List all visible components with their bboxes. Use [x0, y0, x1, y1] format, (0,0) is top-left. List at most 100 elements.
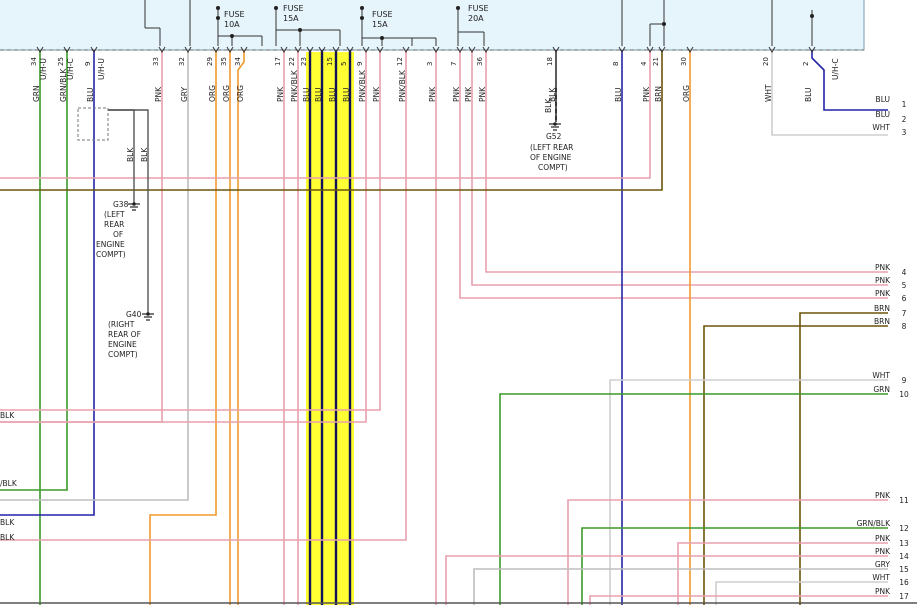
- terminal-number-1: 1: [902, 100, 907, 109]
- left-label-2: /BLK: [0, 479, 18, 488]
- wire-color-label-5: GRY: [180, 86, 189, 102]
- wire-24: [0, 50, 651, 179]
- pin-number-27: 20: [762, 57, 770, 66]
- connector-chevron-20: [468, 46, 476, 53]
- connector-chevron-7: [226, 46, 234, 53]
- ground-g52-line1: (LEFT REAR: [530, 143, 573, 152]
- connector-chevron-11: [306, 46, 314, 53]
- terminal-number-8: 8: [902, 322, 907, 331]
- wire-color-label-23: BLU: [614, 88, 623, 102]
- wire-color-label-20: PNK: [464, 86, 473, 102]
- pin-number-5: 32: [178, 57, 186, 66]
- connector-tag-uhu-left: U/H-U: [39, 58, 48, 80]
- connector-chevron-21: [482, 46, 490, 53]
- wire-color-label-16: PNK: [372, 86, 381, 102]
- connector-chevron-28: [808, 46, 816, 53]
- connector-chevron-6: [212, 46, 220, 53]
- terminal-color-10: GRN: [873, 385, 890, 394]
- ground-g40-id: G40: [126, 310, 142, 319]
- terminal-color-11: PNK: [875, 491, 891, 500]
- pin-number-25: 21: [652, 57, 660, 66]
- terminal-wire-11: [567, 499, 888, 605]
- terminal-number-7: 7: [902, 309, 907, 318]
- terminal-number-12: 12: [899, 524, 909, 533]
- terminal-number-15: 15: [899, 565, 909, 574]
- wire-17: [0, 50, 407, 541]
- wire-color-label-7: ORG: [222, 85, 231, 102]
- pin-number-22: 18: [546, 57, 554, 66]
- terminal-number-17: 17: [899, 592, 909, 601]
- pin-number-26: 30: [680, 57, 688, 66]
- connector-chevron-22: [552, 46, 560, 53]
- terminal-wire-17: [589, 595, 888, 605]
- ground-g38-line5: COMPT): [96, 250, 126, 259]
- terminal-number-6: 6: [902, 294, 907, 303]
- terminal-number-2: 2: [902, 115, 907, 124]
- pin-number-19: 7: [450, 62, 458, 66]
- terminal-color-6: PNK: [875, 289, 891, 298]
- ground-g52: G52 (LEFT REAR OF ENGINE COMPT): [530, 122, 573, 172]
- ground-g38-id: G38: [113, 200, 129, 209]
- wire-4: [0, 50, 163, 423]
- ground-g40-line3: ENGINE: [108, 340, 137, 349]
- connector-tag-uhu-mid: U/H-U: [97, 58, 106, 80]
- wire-color-label-27: WHT: [764, 84, 773, 102]
- ground-g40-line1: (RIGHT: [108, 320, 135, 329]
- wire-color-label-3: BLU: [86, 88, 95, 102]
- ground-g52-line3: COMPT): [538, 163, 568, 172]
- terminal-wire-16: [715, 581, 888, 605]
- wire-color-label-1: GRN: [32, 85, 41, 102]
- fuse-label-4b: 20A: [468, 14, 484, 23]
- wire-3: [0, 50, 95, 516]
- terminal-color-17: PNK: [875, 587, 891, 596]
- connector-tag-uhc-right: U/H-C: [831, 58, 840, 80]
- wire-20: [471, 50, 888, 286]
- wire-color-label-28: BLU: [804, 88, 813, 102]
- wire-21: [485, 50, 888, 273]
- terminal-color-8: BRN: [874, 317, 890, 326]
- pin-number-6: 29: [206, 57, 214, 66]
- wire-color-label-25: BRN: [654, 86, 663, 102]
- fuse-label-2b: 15A: [283, 14, 299, 23]
- wire-color-label-21: PNK: [478, 86, 487, 102]
- wire-color-label-2: GRN/BLK: [59, 68, 68, 102]
- wire-28: [811, 50, 888, 111]
- pin-number-23: 8: [612, 62, 620, 66]
- g40-wire-label: BLK: [140, 147, 149, 162]
- wire-color-label-9: PNK: [276, 86, 285, 102]
- wire-color-label-18: PNK: [428, 86, 437, 102]
- terminal-number-11: 11: [899, 496, 909, 505]
- connector-chevron-3: [90, 46, 98, 53]
- connector-chevron-1: [36, 46, 44, 53]
- terminal-color-9: WHT: [872, 371, 890, 380]
- terminal-layer: BLU1BLU2WHT3PNK4PNK5PNK6BRN7BRN8WHT9GRN1…: [857, 95, 909, 601]
- module-internal-lines: [144, 0, 813, 46]
- terminal-number-5: 5: [902, 281, 907, 290]
- wire-16: [0, 50, 381, 411]
- wire-color-label-17: PNK/BLK: [398, 69, 407, 102]
- terminal-color-4: PNK: [875, 263, 891, 272]
- ground-g40-line2: REAR OF: [108, 330, 141, 339]
- connector-chevron-2: [63, 46, 71, 53]
- wire-6: [149, 50, 217, 605]
- terminal-color-15: GRY: [875, 560, 891, 569]
- wire-color-label-13: BLU: [328, 88, 337, 102]
- terminal-wire-14: [445, 555, 888, 605]
- wire-27: [771, 50, 888, 136]
- terminal-color-5: PNK: [875, 276, 891, 285]
- ground-g38-line4: ENGINE: [96, 240, 125, 249]
- ground-g52-line2: OF ENGINE: [530, 153, 572, 162]
- wire-color-label-26: ORG: [682, 85, 691, 102]
- terminal-color-3: WHT: [872, 123, 890, 132]
- terminal-number-4: 4: [902, 268, 907, 277]
- connector-chevron-16: [376, 46, 384, 53]
- connector-chevron-14: [346, 46, 354, 53]
- wire-color-label-4: PNK: [154, 86, 163, 102]
- wire-color-label-15: PNK/BLK: [358, 69, 367, 102]
- connector-chevron-9: [280, 46, 288, 53]
- wire-color-label-12: BLU: [314, 88, 323, 102]
- pin-number-24: 4: [640, 61, 648, 66]
